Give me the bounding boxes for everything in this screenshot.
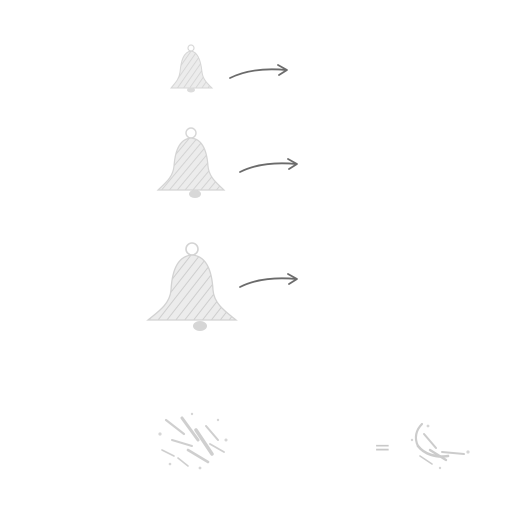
- ink-splash-icon: [152, 410, 236, 472]
- arrow-right-icon: [238, 156, 302, 176]
- broken-bell-fragment-icon: [402, 420, 474, 472]
- bell-medium-icon: [152, 126, 232, 202]
- arrow-right-icon: [238, 271, 302, 291]
- bell-large-icon: [140, 240, 244, 336]
- bell-small-icon: [165, 44, 219, 94]
- arrow-right-icon: [228, 62, 292, 82]
- equals-sign: =: [374, 435, 391, 459]
